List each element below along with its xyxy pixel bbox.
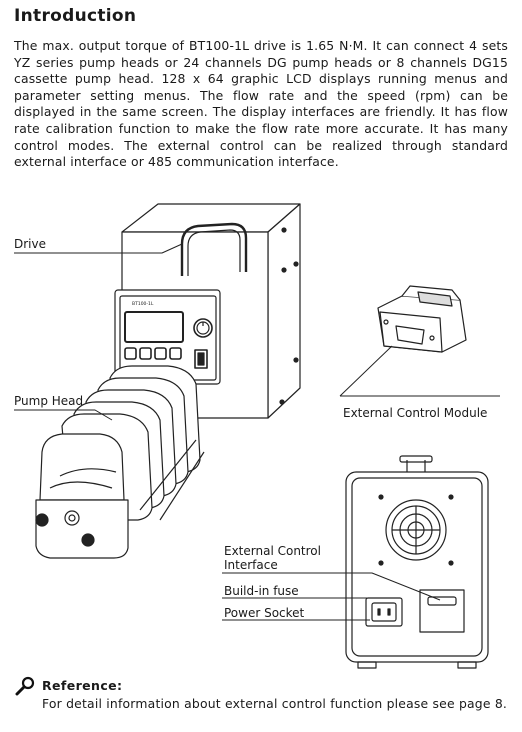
label-pump-head: Pump Head [14, 394, 84, 408]
label-build-in-fuse: Build-in fuse [224, 584, 299, 598]
label-drive: Drive [14, 237, 46, 251]
label-power-socket: Power Socket [224, 606, 305, 620]
pump-head-stack [35, 365, 205, 559]
label-external-control-interface-line1: External Control [224, 544, 321, 558]
magnifier-icon [15, 676, 35, 696]
drive-rear-view [345, 455, 489, 669]
reference-title: Reference: [42, 678, 123, 693]
page-title: Introduction [14, 6, 137, 26]
panel-badge: BT100-1L [132, 301, 154, 307]
external-control-module [377, 285, 467, 353]
leader-lines [14, 243, 500, 621]
reference-text: For detail information about external co… [42, 696, 508, 711]
intro-text: The max. output torque of BT100-1L drive… [14, 38, 508, 170]
label-external-control-interface-line2: Interface [224, 558, 278, 572]
label-external-control-module: External Control Module [343, 406, 488, 420]
intro-paragraph: The max. output torque of BT100-1L drive… [14, 38, 508, 171]
